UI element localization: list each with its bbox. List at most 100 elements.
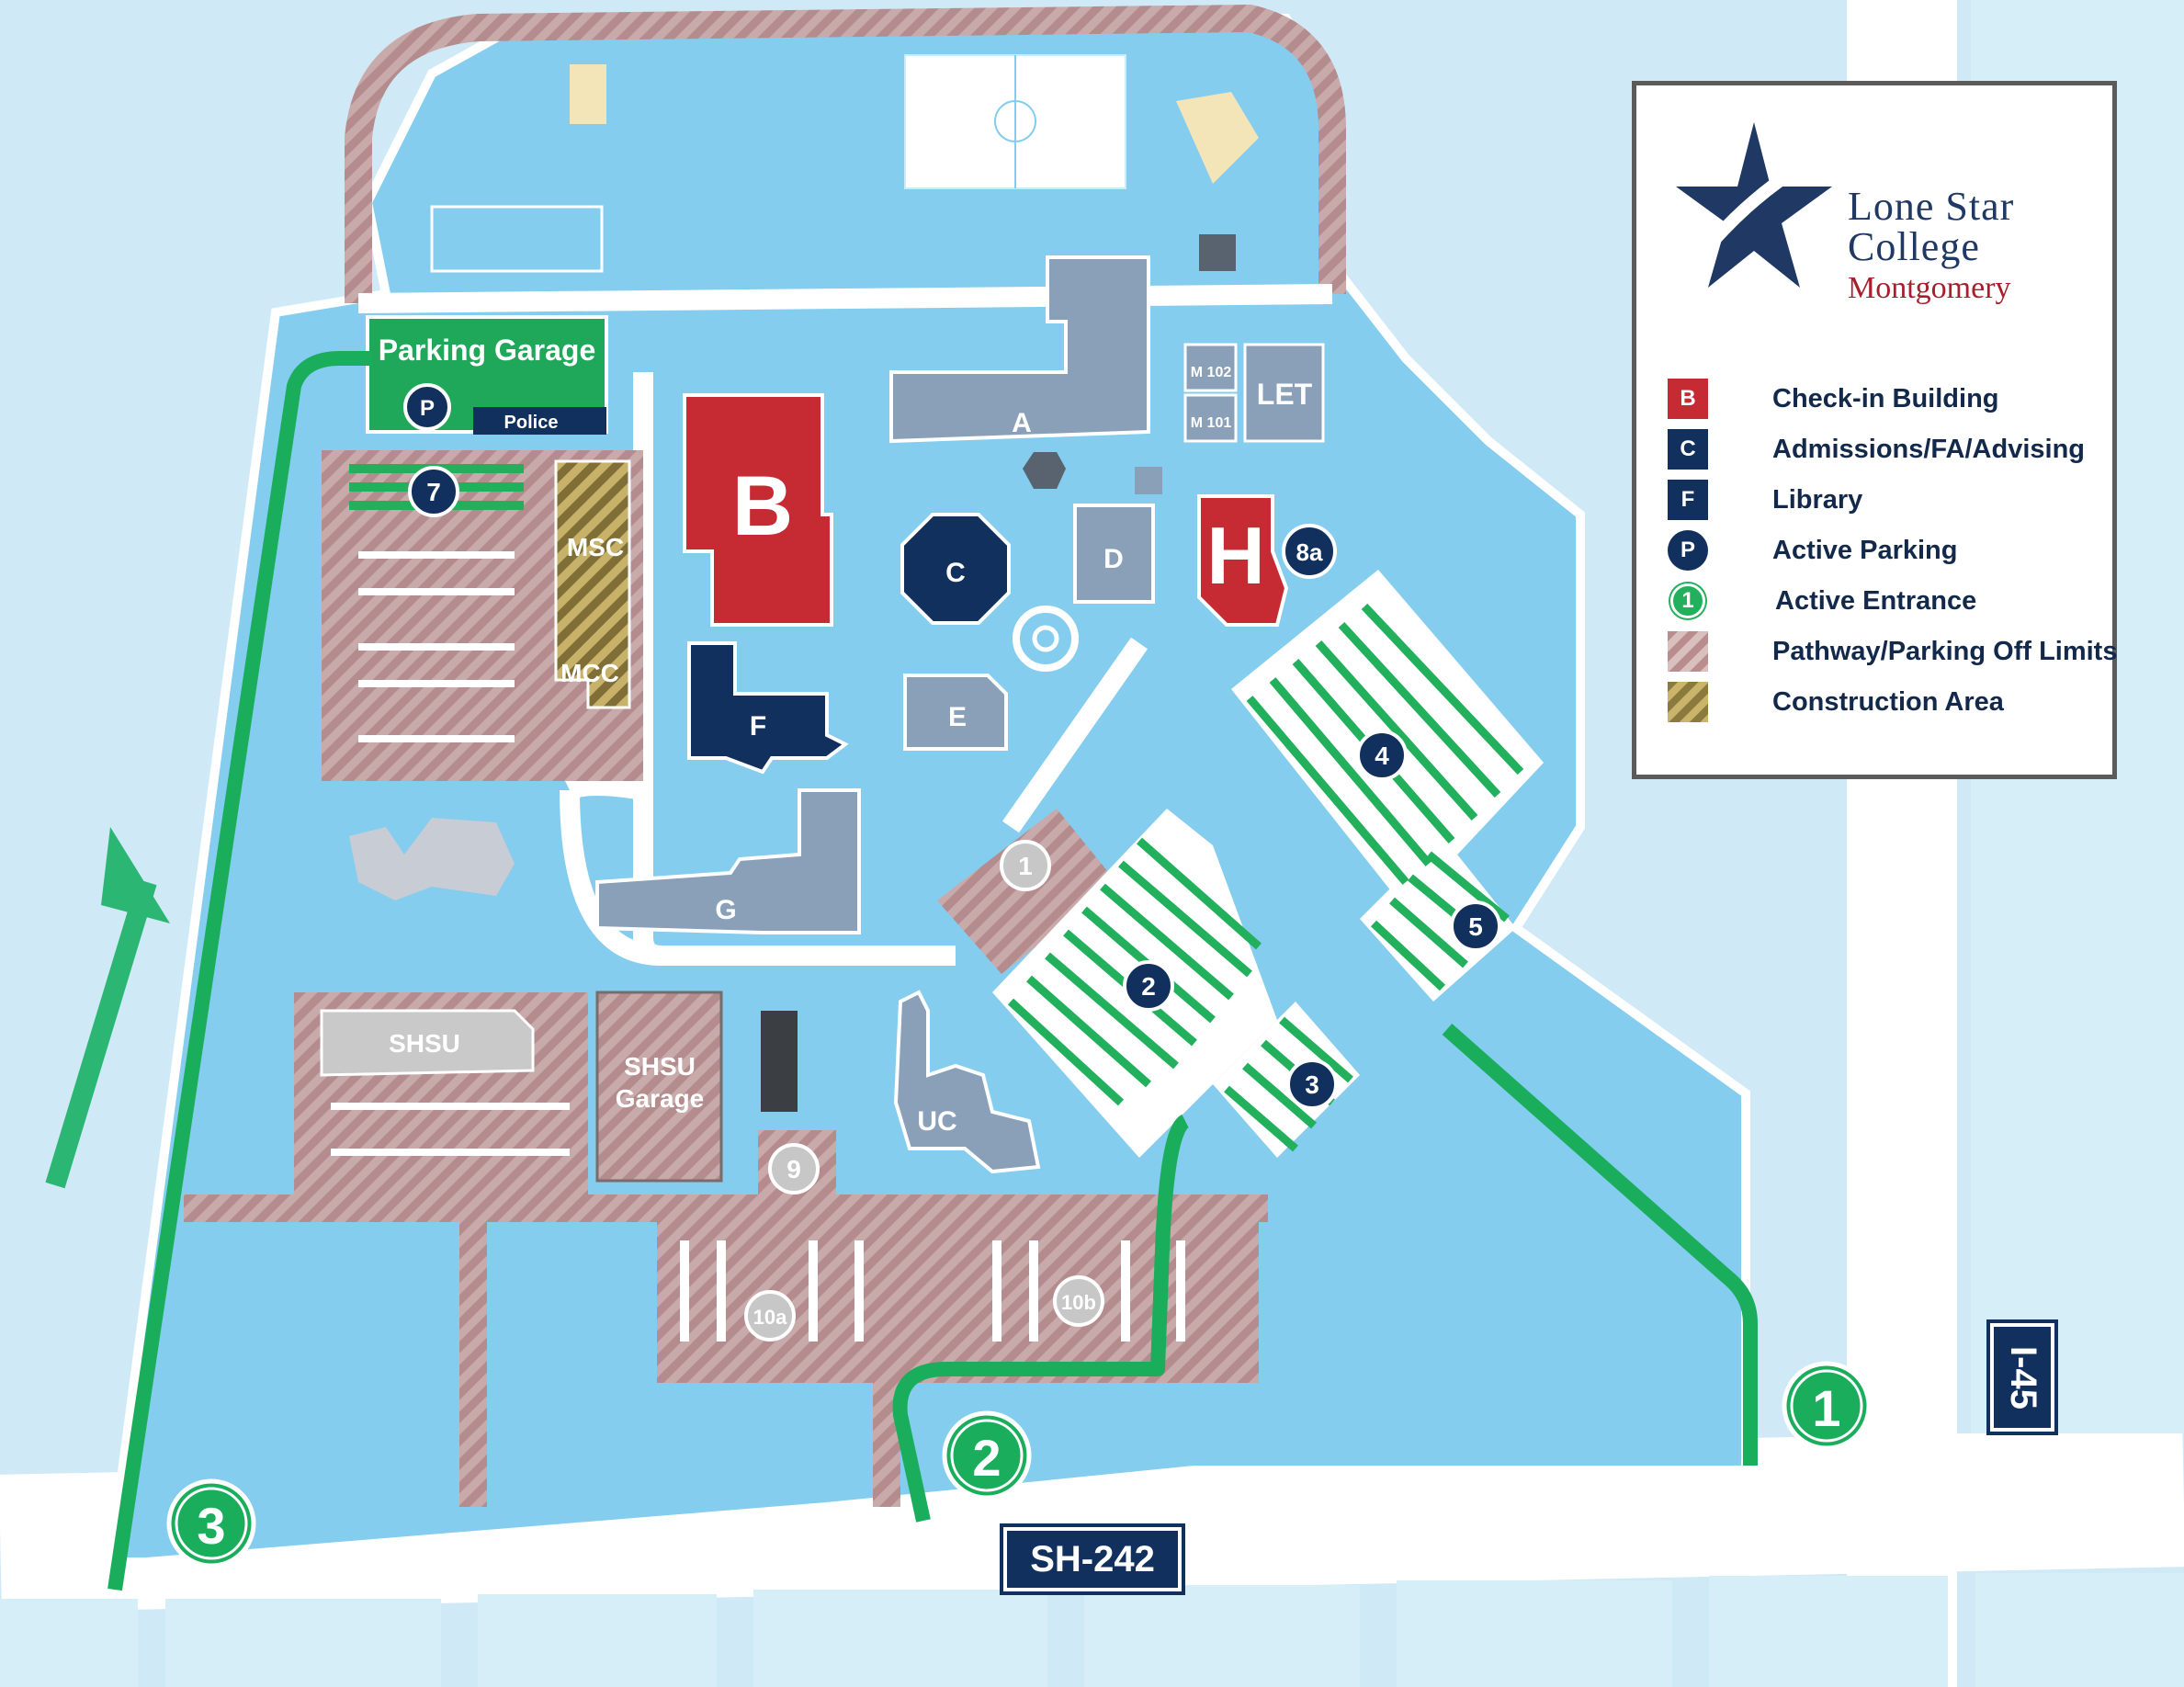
legend-row-library: F Library [1668,479,1862,521]
building-m101[interactable] [1183,393,1238,443]
building-g[interactable] [595,788,861,934]
brand-line-2: College [1848,224,1980,269]
legend-label-offlimits: Pathway/Parking Off Limits [1772,636,2118,666]
closed-lot-markers: 1 9 10a 10b [744,840,1104,1342]
sh242-label: SH-242 [1030,1538,1155,1579]
building-d[interactable] [1073,504,1155,604]
legend-label-construction: Construction Area [1772,686,2004,717]
label-shsu-garage-2: Garage [616,1084,705,1113]
brand-logo-text: Lone Star College Montgomery [1848,187,2014,304]
pond [349,818,515,900]
label-m101: M 101 [1191,415,1232,431]
legend-swatch-b: B [1668,379,1708,419]
legend-label-admissions: Admissions/FA/Advising [1772,434,2085,464]
label-m102: M 102 [1191,365,1232,380]
lot-10a-label: 10a [753,1306,787,1329]
entrance-1-label: 1 [1812,1379,1840,1437]
north-offlimits-path [345,4,1346,303]
legend-panel: Lone Star College Montgomery B Check-in … [1632,81,2117,779]
legend-swatch-f: F [1668,480,1708,520]
police-office[interactable] [473,407,606,435]
lot-5-label: 5 [1468,912,1483,941]
label-b: B [732,459,793,553]
lot-1-offlimits [937,809,1116,974]
legend-row-construction: Construction Area [1668,681,2004,723]
building-e[interactable] [903,674,1008,751]
building-b[interactable] [683,393,833,627]
legend-label-library: Library [1772,484,1863,515]
sports-structure [570,64,606,124]
building-m102[interactable] [1183,343,1238,392]
lot-3-label: 3 [1305,1070,1319,1099]
legend-row-offlimits: Pathway/Parking Off Limits [1668,630,2117,673]
direction-arrowhead [101,827,170,923]
i45-label: I-45 [2002,1345,2043,1410]
star-swoosh-icon [1676,122,1835,288]
label-f: F [750,711,766,742]
label-a: A [1012,408,1032,438]
building-c[interactable] [900,513,1011,625]
legend-row-checkin: B Check-in Building [1668,378,1999,420]
entrance-2-label: 2 [972,1429,1001,1487]
label-police: Police [504,413,559,433]
lot-10-stalls [331,1103,1185,1342]
legend-row-entrance: 1 Active Entrance [1668,580,1976,622]
building-a[interactable] [889,255,1150,444]
legend-row-admissions: C Admissions/FA/Advising [1668,428,2085,470]
label-d: D [1103,544,1124,574]
lot-1-label: 1 [1018,852,1033,880]
legend-row-parking: P Active Parking [1668,529,1957,572]
legend-swatch-p: P [1668,530,1708,571]
garage-parking-marker[interactable]: P [403,383,451,431]
legend-label-checkin: Check-in Building [1772,383,1999,413]
entrance-routes [108,351,1758,1591]
lot-4-label: 4 [1375,742,1389,770]
dark-building [761,1011,798,1112]
lot-8a-label: 8a [1296,538,1323,566]
legend-swatch-c: C [1668,429,1708,470]
building-labels: B C F H A D E G UC LET M 102 M 101 MSC M… [379,334,1313,1137]
building-uc[interactable] [893,990,1041,1174]
building-f[interactable] [687,641,849,775]
sh242-sign: SH-242 [1003,1527,1182,1591]
label-c: C [945,558,966,588]
label-let: LET [1257,378,1313,411]
central-plaza [1013,606,1079,672]
building-let[interactable] [1243,343,1325,443]
legend-label-parking: Active Parking [1772,535,1958,565]
label-mcc: MCC [560,659,619,687]
label-shsu: SHSU [389,1029,460,1058]
legend-label-entrance: Active Entrance [1775,585,1977,616]
lot-7-label: 7 [426,478,441,506]
lot-10b-label: 10b [1061,1291,1096,1314]
lot-2-label: 2 [1141,972,1156,1001]
building-shsu[interactable] [320,1009,535,1077]
garage-p-label: P [420,396,435,421]
legend-swatch-offlimits [1668,631,1708,672]
west-offlimits-path [459,1204,487,1507]
label-parking-garage: Parking Garage [379,334,596,367]
octagon-structure [1023,452,1066,489]
active-lot-markers[interactable]: 7 8a 4 5 2 3 [408,466,1501,1110]
internal-roads [357,284,1333,966]
lot-9-label: 9 [786,1155,801,1183]
direction-arrow [45,878,157,1189]
entrance-markers[interactable]: 1 2 3 [166,1361,1872,1568]
building-h[interactable] [1197,494,1289,627]
entrance-3-label: 3 [197,1497,225,1555]
brand-line-1: Lone Star [1848,184,2015,229]
label-e: E [948,702,967,732]
legend-swatch-construction [1668,682,1708,722]
small-building-north [1199,234,1236,271]
label-uc: UC [917,1106,956,1137]
label-shsu-garage-1: SHSU [624,1052,696,1081]
label-h: H [1206,510,1265,601]
legend-swatch-entrance: 1 [1670,583,1705,618]
small-building-a [1135,467,1162,494]
shsu-garage[interactable] [595,991,723,1183]
lot-7-stalls [358,551,515,742]
msc-mcc-construction [554,459,631,709]
baseball-field [1176,92,1259,184]
brand-line-3: Montgomery [1848,271,2011,305]
i45-sign: I-45 [1990,1323,2054,1432]
